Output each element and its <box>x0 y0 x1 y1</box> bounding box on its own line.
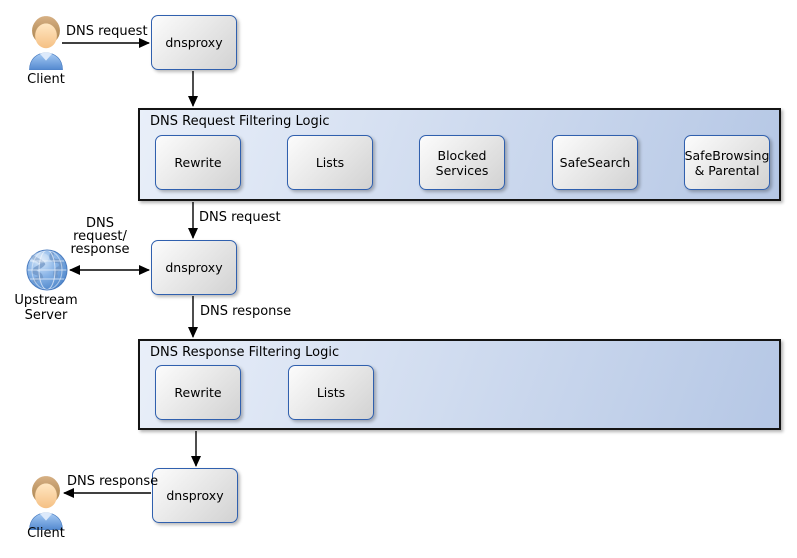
step-resp-lists: Lists <box>288 365 374 420</box>
step-req-rewrite: Rewrite <box>155 135 241 190</box>
step-req-lists-label: Lists <box>315 155 345 170</box>
step-req-rewrite-label: Rewrite <box>174 155 222 170</box>
globe-icon <box>26 249 68 291</box>
dnsproxy-2-label: dnsproxy <box>165 260 223 275</box>
node-dnsproxy-2: dnsproxy <box>151 240 237 295</box>
node-dnsproxy-3: dnsproxy <box>152 468 238 523</box>
step-resp-lists-label: Lists <box>316 385 346 400</box>
actor-upstream-server <box>25 248 69 296</box>
request-filtering-container: DNS Request Filtering Logic Rewrite List… <box>138 108 781 201</box>
step-req-safesearch: SafeSearch <box>552 135 638 190</box>
dnsproxy-3-label: dnsproxy <box>166 488 224 503</box>
step-req-safebrowsing-parental-label: SafeBrowsing & Parental <box>684 147 770 178</box>
client-top-label: Client <box>27 72 65 87</box>
actor-client-top <box>27 12 65 74</box>
step-resp-rewrite: Rewrite <box>155 365 241 420</box>
edge-label-filtered-request: DNS request <box>199 210 281 225</box>
actor-client-bottom <box>27 472 65 534</box>
edge-label-client-response: DNS response <box>67 474 159 489</box>
edge-label-upstream-exchange: DNS request/ response <box>70 216 130 257</box>
dnsproxy-1-label: dnsproxy <box>165 35 223 50</box>
step-req-lists: Lists <box>287 135 373 190</box>
request-filtering-title: DNS Request Filtering Logic <box>150 114 330 129</box>
node-dnsproxy-1: dnsproxy <box>151 15 237 70</box>
upstream-server-label: Upstream Server <box>14 293 78 323</box>
response-filtering-container: DNS Response Filtering Logic Rewrite Lis… <box>138 339 781 430</box>
person-icon <box>29 476 63 531</box>
step-req-safesearch-label: SafeSearch <box>559 155 631 170</box>
step-resp-rewrite-label: Rewrite <box>174 385 222 400</box>
step-req-blocked-services: Blocked Services <box>419 135 505 190</box>
client-bottom-label: Client <box>27 526 65 541</box>
edge-label-proxy-response: DNS response <box>200 304 292 319</box>
response-filtering-title: DNS Response Filtering Logic <box>150 345 340 360</box>
person-icon <box>29 16 63 71</box>
edge-label-client-request: DNS request <box>66 24 148 39</box>
step-req-blocked-services-label: Blocked Services <box>435 147 489 178</box>
step-req-safebrowsing-parental: SafeBrowsing & Parental <box>684 135 770 190</box>
